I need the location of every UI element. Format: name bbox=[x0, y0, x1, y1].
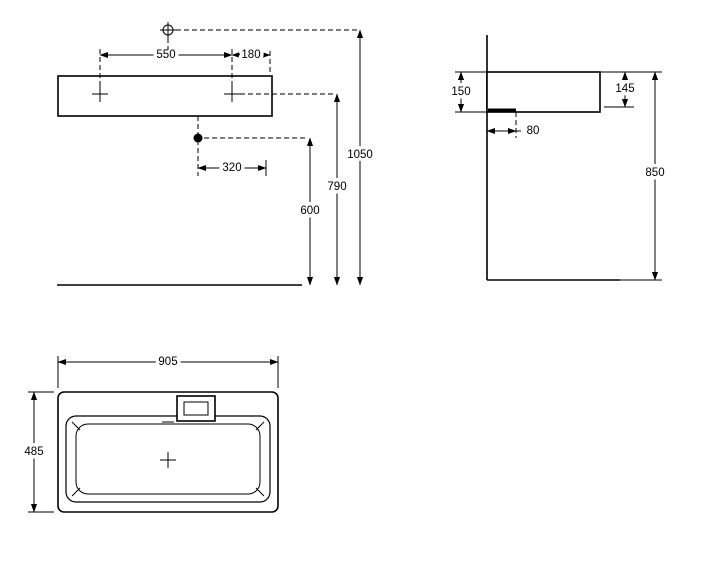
dim-label-depth-front: 145 bbox=[615, 83, 634, 95]
faucet-hole-left-icon bbox=[92, 86, 108, 102]
overflow-box bbox=[176, 395, 216, 422]
dim-label-height-total: 1050 bbox=[347, 149, 373, 161]
front-elevation-view: 550 180 1050 790 600 320 bbox=[57, 22, 376, 286]
plan-view: 905 485 bbox=[21, 353, 279, 513]
basin-front-outline bbox=[57, 75, 273, 117]
drain-symbol bbox=[193, 133, 203, 143]
center-mark-icon bbox=[160, 421, 176, 468]
dim-label-drain-setback: 80 bbox=[527, 125, 540, 137]
dim-label-depth-back: 150 bbox=[451, 86, 470, 98]
dim-label-depth: 485 bbox=[24, 446, 43, 458]
faucet-hole-right-icon bbox=[224, 86, 240, 102]
bowl-rim-outline bbox=[65, 415, 271, 503]
dim-label-height-drain: 600 bbox=[300, 205, 319, 217]
dim-label-hole-to-edge: 180 bbox=[241, 49, 260, 61]
basin-side-outline bbox=[486, 71, 601, 113]
dim-label-height-wall: 850 bbox=[645, 167, 664, 179]
dim-label-height-holes: 790 bbox=[327, 181, 346, 193]
dim-label-drain-offset: 320 bbox=[222, 162, 241, 174]
side-elevation-view: 150 145 80 850 bbox=[448, 35, 668, 281]
bowl-bottom-outline bbox=[75, 423, 261, 495]
mounting-reference-icon bbox=[160, 22, 176, 50]
bowl-corner-slopes bbox=[71, 421, 265, 497]
dim-label-width: 905 bbox=[158, 356, 177, 368]
dim-label-holes-spacing: 550 bbox=[156, 49, 175, 61]
